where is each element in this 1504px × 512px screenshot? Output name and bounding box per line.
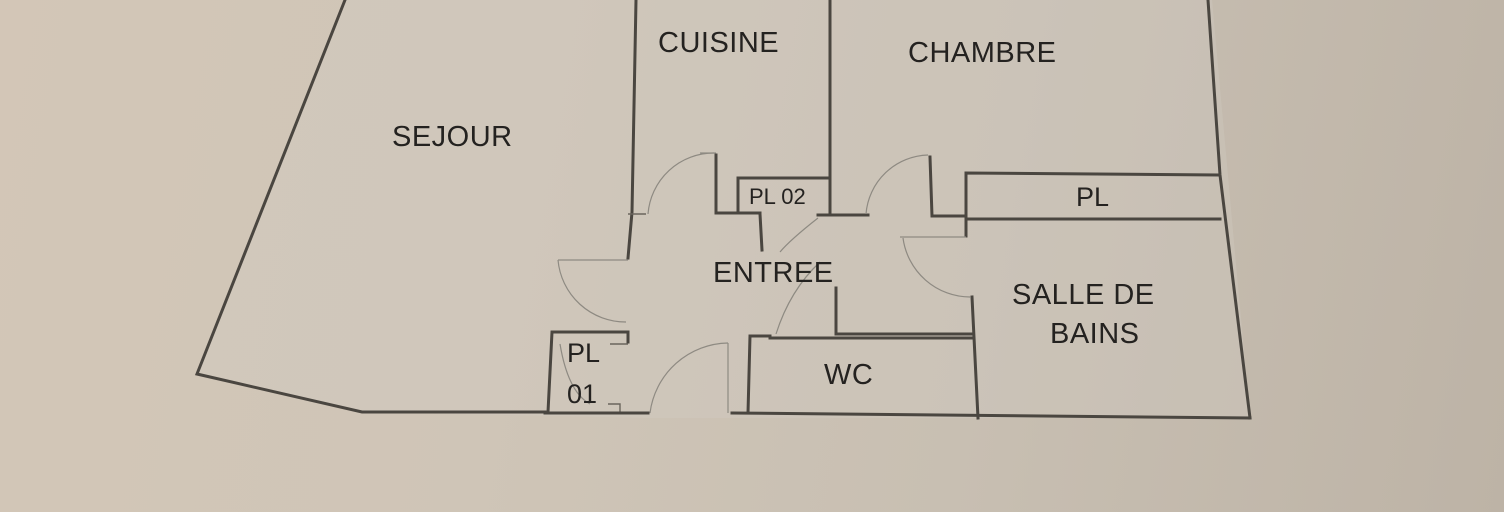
cuisine-label: CUISINE [658,27,779,59]
chambre-door-swing-icon [865,154,929,215]
room-cuisine: CUISINE [647,0,832,216]
bath-door-swing-icon [902,237,971,298]
room-entree: ENTREE [713,257,974,336]
room-salle-de-bains: SALLE DE BAINS [900,236,1155,420]
pl-label: PL [1076,182,1109,212]
front-door-swing-icon [649,342,729,414]
entree-partition [834,286,974,336]
closet-pl01: PL 01 [546,330,630,414]
bath-label-line2: BAINS [1050,318,1140,350]
pl02-divider [758,212,764,252]
sejour-east-wall [626,0,638,260]
chambre-label: CHAMBRE [908,37,1057,69]
chambre-door-jamb [928,155,966,218]
sejour-west-wall [194,0,547,414]
room-sejour: SEJOUR [194,0,646,414]
entree-label: ENTREE [713,257,834,289]
east-exterior-wall [1206,0,1252,420]
cuisine-south-wall [714,153,762,215]
pl01-walls [546,330,630,414]
pl01-label-line2: 01 [567,379,597,409]
room-wc: WC [730,334,1252,420]
pl01-stub-bottom [608,403,621,412]
pl02-door-swing-icon [779,217,819,253]
pl02-label: PL 02 [749,184,806,209]
plan-interior [197,0,1250,418]
pl02-walls [736,176,830,215]
wc-door-swing-icon [775,261,821,335]
pl01-door-swing-icon [559,343,591,405]
wc-west-wall [746,334,772,415]
pl01-label-line1: PL [567,338,600,368]
sejour-label: SEJOUR [392,121,513,153]
room-chambre: CHAMBRE [865,0,1252,420]
closet-pl02: PL 02 [736,176,870,253]
closet-pl: PL [964,171,1222,238]
cuisine-door-swing-icon [647,152,715,215]
sejour-door-swing-icon [557,259,627,323]
bath-label-line1: SALLE DE [1012,279,1155,311]
wc-label: WC [824,359,873,391]
south-wall-east [730,411,1252,420]
bath-west-wall [970,295,980,420]
pl-north-wall [964,171,1220,238]
